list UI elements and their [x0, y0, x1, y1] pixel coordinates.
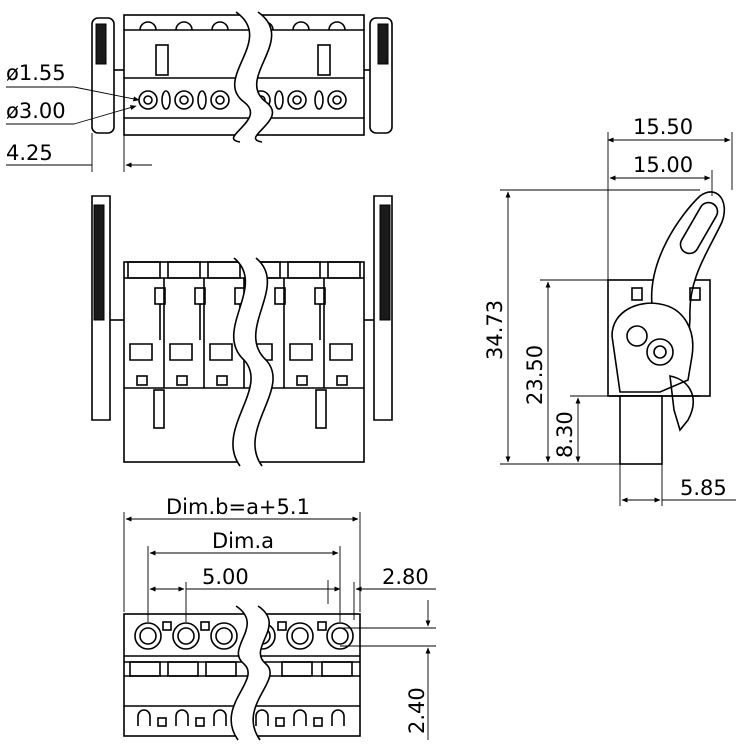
bottom-view — [123, 605, 361, 741]
pin-offset-label: 5.85 — [680, 476, 727, 500]
height-body-label: 23.50 — [523, 345, 547, 405]
top-view — [91, 11, 393, 143]
d-large-label: ø3.00 — [6, 99, 66, 123]
top-screw-row — [139, 21, 346, 31]
height-bottom-label: 2.40 — [405, 687, 429, 734]
top-view-dimensions: ø1.55 ø3.00 4.25 — [6, 61, 152, 172]
width-outer-label: 15.50 — [633, 115, 693, 139]
height-total-label: 34.73 — [483, 300, 507, 360]
dim-a-label: Dim.a — [212, 529, 274, 553]
side-view — [607, 191, 726, 465]
width-inner-label: 15.00 — [633, 153, 693, 177]
dim-b-label: Dim.b=a+5.1 — [166, 495, 310, 519]
bottom-view-dimensions: Dim.b=a+5.1 Dim.a 5.00 2.80 2.40 — [123, 495, 436, 740]
front-view — [91, 195, 393, 467]
edge-label: 2.80 — [382, 565, 429, 589]
side-view-dimensions: 15.50 15.00 34.73 23.50 8.30 5.85 — [483, 115, 736, 506]
pitch-label: 5.00 — [202, 565, 249, 589]
offset-top-label: 4.25 — [6, 141, 53, 165]
d-small-label: ø1.55 — [6, 61, 66, 85]
height-pin-label: 8.30 — [553, 411, 577, 458]
